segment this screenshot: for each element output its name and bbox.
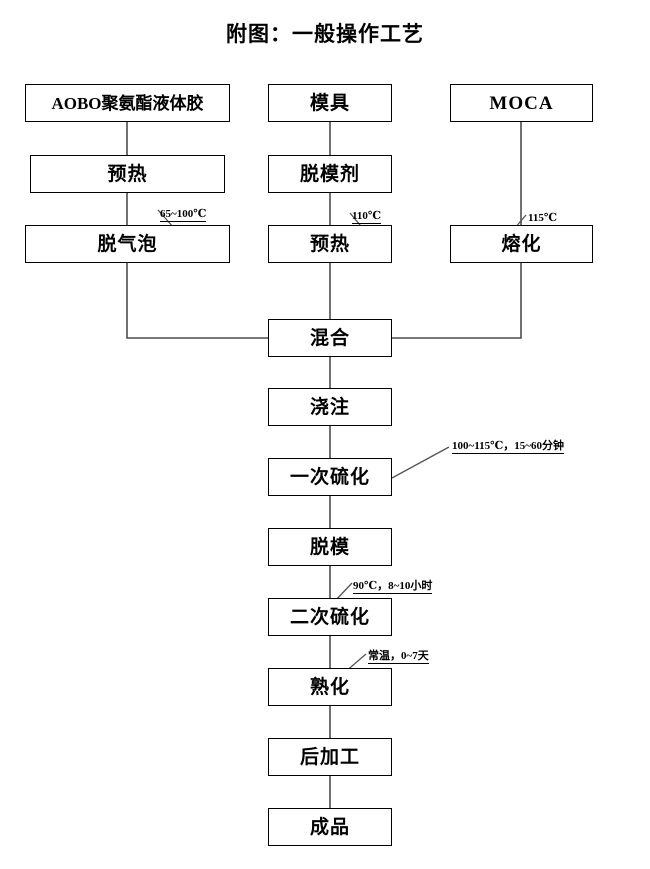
node-mix[interactable]: 混合	[268, 319, 392, 357]
node-label: 浇注	[309, 396, 350, 418]
node-label: 成品	[309, 816, 350, 838]
node-preheat-glue[interactable]: 预热	[30, 155, 225, 193]
node-pour[interactable]: 浇注	[268, 388, 392, 426]
node-first-vulcanization[interactable]: 一次硫化	[268, 458, 392, 496]
annotation-preheat-mold-temperature: 110℃	[352, 210, 382, 225]
node-degas[interactable]: 脱气泡	[25, 225, 230, 263]
node-aobo[interactable]: AOBO聚氨酯液体胶	[25, 84, 230, 122]
node-label: 脱模	[309, 536, 350, 558]
node-maturation[interactable]: 熟化	[268, 668, 392, 706]
node-label: 脱模剂	[299, 163, 360, 185]
page-title: 附图：一般操作工艺	[226, 22, 424, 46]
node-label: 一次硫化	[289, 466, 370, 488]
node-label: 脱气泡	[97, 233, 158, 255]
node-label: 熟化	[309, 676, 350, 698]
node-label: 熔化	[501, 233, 542, 255]
connector-melt-mix	[392, 263, 522, 339]
node-label: MOCA	[489, 92, 554, 114]
node-label: 后加工	[299, 746, 360, 768]
node-finished-product[interactable]: 成品	[268, 808, 392, 846]
node-label: 预热	[309, 233, 350, 255]
node-label: 预热	[107, 163, 148, 185]
node-label: AOBO聚氨酯液体胶	[51, 93, 204, 113]
node-release-agent[interactable]: 脱模剂	[268, 155, 392, 193]
node-label: 二次硫化	[289, 606, 370, 628]
annotation-maturation-condition: 常温，0~7天	[368, 650, 429, 665]
annotation-first-vulcanization-condition: 100~115℃，15~60分钟	[452, 440, 565, 455]
node-label: 模具	[309, 92, 350, 114]
leader-line-cure2	[335, 582, 353, 601]
node-demold[interactable]: 脱模	[268, 528, 392, 566]
node-post-processing[interactable]: 后加工	[268, 738, 392, 776]
leader-line-cure1	[391, 446, 450, 479]
node-melt[interactable]: 熔化	[450, 225, 593, 263]
annotation-second-vulcanization-condition: 90℃，8~10小时	[353, 580, 433, 595]
node-preheat-mold[interactable]: 预热	[268, 225, 392, 263]
node-mold[interactable]: 模具	[268, 84, 392, 122]
connector-degas-mix	[126, 263, 268, 339]
node-second-vulcanization[interactable]: 二次硫化	[268, 598, 392, 636]
annotation-degas-temperature: 65~100℃	[160, 208, 207, 223]
node-label: 混合	[309, 327, 350, 349]
annotation-melt-temperature: 115℃	[528, 212, 558, 227]
node-moca[interactable]: MOCA	[450, 84, 593, 122]
